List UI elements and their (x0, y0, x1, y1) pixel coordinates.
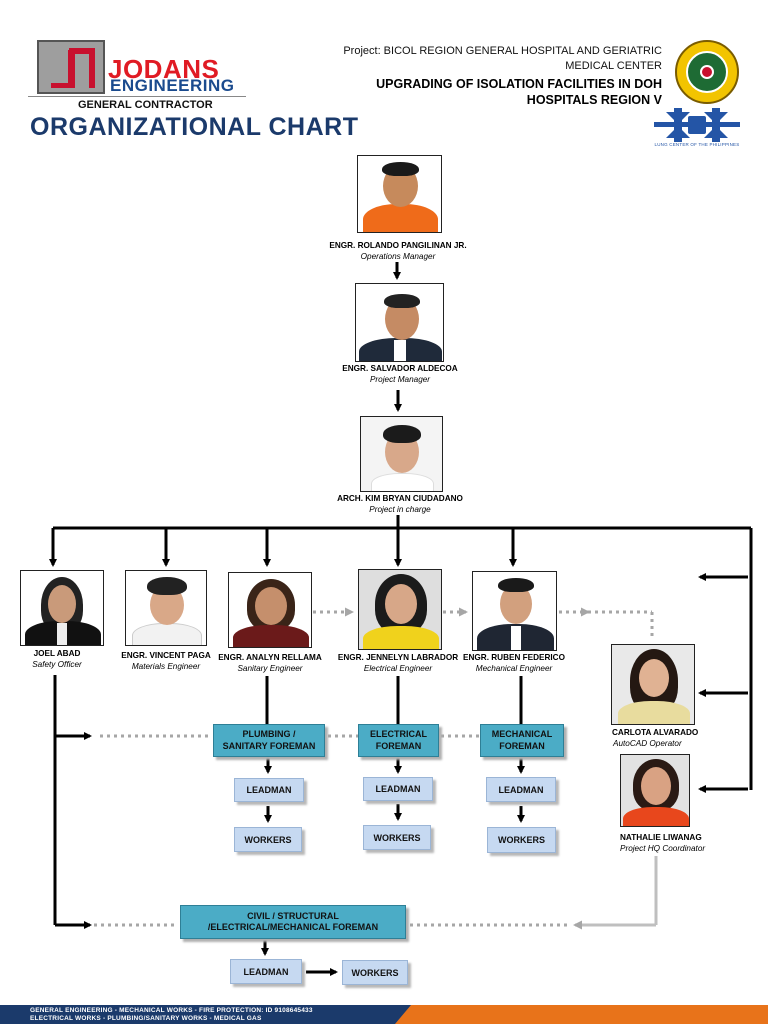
foreman-plumbing-label: PLUMBING / SANITARY FOREMAN (222, 729, 316, 751)
photo-materials-engineer (125, 570, 207, 646)
footer-accent (395, 1005, 768, 1024)
footer-line-1: GENERAL ENGINEERING - MECHANICAL WORKS -… (30, 1007, 313, 1014)
photo-electrical-engineer (358, 569, 442, 650)
brand-name: JODANS (108, 54, 220, 84)
role-materials-engineer: Materials Engineer (131, 662, 201, 671)
role-mechanical-engineer: Mechanical Engineer (475, 664, 553, 673)
name-materials-engineer: ENGR. VINCENT PAGA (121, 651, 211, 660)
photo-project-manager (355, 283, 444, 362)
photo-project-in-charge (360, 416, 443, 492)
project-line-3: UPGRADING OF ISOLATION FACILITIES IN DOH (376, 77, 662, 91)
name-project-manager: ENGR. SALVADOR ALDECOA (342, 364, 458, 373)
lcp-logo (654, 108, 740, 142)
role-hq-coordinator: Project HQ Coordinator (620, 844, 706, 853)
name-electrical-engineer: ENGR. JENNELYN LABRADOR (337, 653, 459, 662)
workers-plumbing: WORKERS (234, 827, 302, 852)
role-project-manager: Project Manager (369, 375, 431, 384)
doh-seal-logo (675, 40, 739, 104)
foreman-electrical: ELECTRICAL FOREMAN (358, 724, 439, 757)
foreman-civil-structural: CIVIL / STRUCTURAL /ELECTRICAL/MECHANICA… (180, 905, 406, 939)
photo-mechanical-engineer (472, 571, 557, 651)
company-logo (37, 40, 105, 94)
name-hq-coordinator: NATHALIE LIWANAG (620, 833, 702, 842)
workers-mechanical: WORKERS (487, 827, 556, 853)
name-project-in-charge: ARCH. KIM BRYAN CIUDADANO (337, 494, 463, 503)
foreman-plumbing-sanitary: PLUMBING / SANITARY FOREMAN (213, 724, 325, 757)
project-line-2: MEDICAL CENTER (565, 60, 662, 72)
company-subtitle: GENERAL CONTRACTOR (78, 99, 213, 111)
name-autocad-operator: CARLOTA ALVARADO (612, 728, 699, 737)
workers-civil: WORKERS (342, 960, 408, 985)
name-operations-manager: ENGR. ROLANDO PANGILINAN JR. (329, 241, 467, 250)
foreman-mechanical: MECHANICAL FOREMAN (480, 724, 564, 757)
leadman-civil: LEADMAN (230, 959, 302, 984)
photo-safety-officer (20, 570, 104, 646)
photo-autocad-operator (611, 644, 695, 725)
name-mechanical-engineer: ENGR. RUBEN FEDERICO (463, 653, 565, 662)
project-line-4: HOSPITALS REGION V (526, 93, 662, 107)
footer-line-2: ELECTRICAL WORKS - PLUMBING/SANITARY WOR… (30, 1015, 262, 1022)
leadman-mechanical: LEADMAN (486, 777, 556, 802)
foreman-electrical-label: ELECTRICAL FOREMAN (370, 729, 427, 751)
photo-hq-coordinator (620, 754, 690, 827)
role-safety-officer: Safety Officer (32, 660, 82, 669)
leadman-plumbing: LEADMAN (234, 778, 304, 802)
foreman-civil-label: CIVIL / STRUCTURAL /ELECTRICAL/MECHANICA… (207, 910, 379, 933)
name-sanitary-engineer: ENGR. ANALYN RELLAMA (218, 653, 322, 662)
foreman-mechanical-label: MECHANICAL FOREMAN (491, 729, 553, 751)
role-project-in-charge: Project in charge (369, 505, 431, 514)
role-operations-manager: Operations Manager (360, 252, 436, 261)
role-autocad-operator: AutoCAD Operator (613, 739, 682, 748)
role-sanitary-engineer: Sanitary Engineer (237, 664, 303, 673)
photo-sanitary-engineer (228, 572, 312, 648)
leadman-electrical: LEADMAN (363, 777, 433, 801)
workers-electrical: WORKERS (363, 825, 431, 850)
project-line-1: Project: BICOL REGION GENERAL HOSPITAL A… (343, 45, 662, 57)
name-safety-officer: JOEL ABAD (33, 649, 81, 658)
lcp-caption: LUNG CENTER OF THE PHILIPPINES (654, 142, 740, 147)
role-electrical-engineer: Electrical Engineer (363, 664, 433, 673)
photo-operations-manager (357, 155, 442, 233)
brand-subname: ENGINEERING (110, 76, 235, 95)
brand-divider (28, 96, 246, 97)
page-title: ORGANIZATIONAL CHART (30, 113, 359, 141)
